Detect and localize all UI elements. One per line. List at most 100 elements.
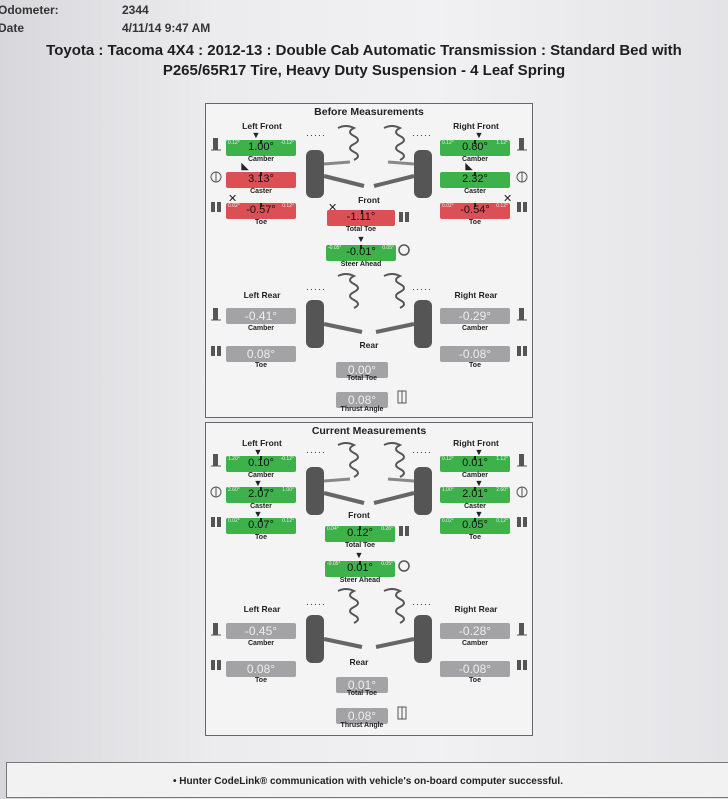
codelink-status-box: • Hunter CodeLink® communication with ve…: [6, 762, 728, 798]
meter-value: 2.01°: [462, 488, 488, 500]
caster-wheel-icon: [210, 170, 222, 184]
camber-wheel-icon: [516, 307, 528, 321]
steer-ahead-label: Steer Ahead: [339, 577, 381, 584]
camber-wheel-icon: [516, 453, 528, 467]
meter-value: 0.08°: [246, 662, 276, 676]
thrust-angle-label: Thrust Angle: [340, 406, 384, 413]
right-rear-camber-meter: -0.28°: [440, 623, 510, 639]
right-rear-label: Right Rear: [454, 290, 498, 300]
camber-label: Camber: [247, 325, 275, 332]
total-toe-label: Total Toe: [345, 226, 377, 233]
right-rear-camber-meter: -0.29°: [440, 308, 510, 324]
dotted-leader: ·····: [412, 130, 432, 140]
vehicle-title-line1: Toyota : Tacoma 4X4 : 2012-13 : Double C…: [46, 42, 682, 59]
left-rear-camber-meter: -0.41°: [226, 308, 296, 324]
right-front-toe-meter: 0.02° 0.12° -0.54°: [440, 203, 510, 219]
dotted-leader: ·····: [306, 130, 326, 140]
meter-value: 0.08°: [347, 393, 377, 407]
meter-value: 0.80°: [462, 141, 488, 153]
meter-value: 2.32°: [462, 173, 488, 185]
left-front-label: Left Front: [242, 438, 282, 448]
right-front-camber-meter: 0.12° 1.12° 0.01°: [440, 456, 510, 472]
caster-label: Caster: [464, 188, 486, 195]
panel-title: Before Measurements: [314, 106, 424, 118]
thrust-angle-icon: [396, 706, 408, 720]
front-suspension-diagram: [300, 437, 438, 527]
dotted-leader: ·····: [412, 447, 432, 457]
toe-label: Toe: [469, 534, 481, 541]
before-measurements-panel: Before Measurements Left Front Right Fro…: [205, 103, 533, 418]
left-rear-label: Left Rear: [243, 290, 281, 300]
panel-title: Current Measurements: [311, 425, 427, 437]
toe-label: Toe: [469, 677, 481, 684]
rear-label: Rear: [349, 657, 369, 667]
rear-suspension-diagram: [300, 585, 438, 675]
camber-label: Camber: [247, 156, 275, 163]
thrust-angle-label: Thrust Angle: [340, 722, 384, 729]
front-label: Front: [348, 510, 370, 520]
meter-value: -0.01°: [346, 246, 376, 258]
rear-total-toe-meter: 0.00°: [336, 362, 388, 378]
camber-label: Camber: [247, 640, 275, 647]
camber-label: Camber: [247, 472, 275, 479]
toe-label: Toe: [255, 534, 267, 541]
meter-value: 0.01°: [462, 457, 488, 469]
camber-label: Camber: [461, 156, 489, 163]
caster-wheel-icon: [516, 170, 528, 184]
dotted-leader: ·····: [306, 599, 326, 609]
toe-wheel-icon: [516, 658, 528, 672]
caster-wheel-icon: [210, 485, 222, 499]
meter-value: 1.00°: [248, 141, 274, 153]
codelink-status-text: • Hunter CodeLink® communication with ve…: [173, 776, 563, 787]
meter-value: 0.01°: [347, 678, 377, 692]
meter-value: 0.08°: [347, 709, 377, 723]
toe-label: Toe: [469, 362, 481, 369]
meter-value: 0.07°: [248, 519, 274, 531]
left-front-camber-meter: 0.12° -0.12° 1.00°: [226, 140, 296, 156]
camber-wheel-icon: [210, 622, 222, 636]
adjust-arrow-icon: ▼: [356, 234, 366, 244]
rear-label: Rear: [359, 340, 379, 350]
date-label: Date: [0, 21, 25, 35]
meter-value: -0.54°: [460, 204, 490, 216]
adjust-arrow-icon: ▼: [474, 478, 484, 488]
rear-total-toe-meter: 0.01°: [336, 677, 388, 693]
toe-label: Toe: [255, 362, 267, 369]
steer-ahead-meter: -0.05° 0.05° -0.01°: [326, 245, 396, 261]
thrust-angle-icon: [396, 390, 408, 404]
right-front-label: Right Front: [453, 121, 499, 131]
thrust-angle-meter: 0.08°: [336, 392, 388, 408]
adjust-arrow-icon: ▼: [253, 478, 263, 488]
meter-value: 0.12°: [347, 527, 373, 539]
meter-value: 3.13°: [248, 173, 274, 185]
steering-wheel-icon: [398, 243, 410, 257]
toe-label: Toe: [255, 219, 267, 226]
toe-wheel-icon: [516, 515, 528, 529]
left-front-camber-meter: 1.20° -0.12° 0.10°: [226, 456, 296, 472]
front-label: Front: [358, 195, 380, 205]
left-front-caster-meter: 3.13°: [226, 172, 296, 188]
toe-wheel-icon: [210, 658, 222, 672]
total-toe-label: Total Toe: [346, 690, 378, 697]
meter-value: -0.28°: [458, 624, 492, 638]
left-rear-toe-meter: 0.08°: [226, 661, 296, 677]
meter-value: 2.07°: [248, 488, 274, 500]
left-front-caster-meter: 2.60° 1.00° 2.07°: [226, 487, 296, 503]
toe-wheel-icon: [210, 344, 222, 358]
front-total-toe-meter: -1.11°: [327, 210, 395, 226]
adjust-arrow-icon: ◣: [465, 161, 473, 171]
adjust-arrow-icon: ◣: [241, 161, 249, 171]
total-toe-label: Total Toe: [344, 542, 376, 549]
meter-value: -0.08°: [458, 662, 492, 676]
adjust-arrow-icon: ▼: [354, 550, 364, 560]
meter-value: -0.41°: [244, 309, 278, 323]
right-rear-toe-meter: -0.08°: [440, 346, 510, 362]
camber-wheel-icon: [210, 307, 222, 321]
camber-wheel-icon: [516, 137, 528, 151]
left-front-toe-meter: 0.02° 0.12° 0.07°: [226, 518, 296, 534]
caster-wheel-icon: [516, 485, 528, 499]
adjust-arrow-icon: ▼: [253, 509, 263, 519]
odometer-value: 2344: [122, 3, 149, 17]
front-total-toe-meter: 0.04° 0.26° 0.12°: [325, 526, 395, 542]
